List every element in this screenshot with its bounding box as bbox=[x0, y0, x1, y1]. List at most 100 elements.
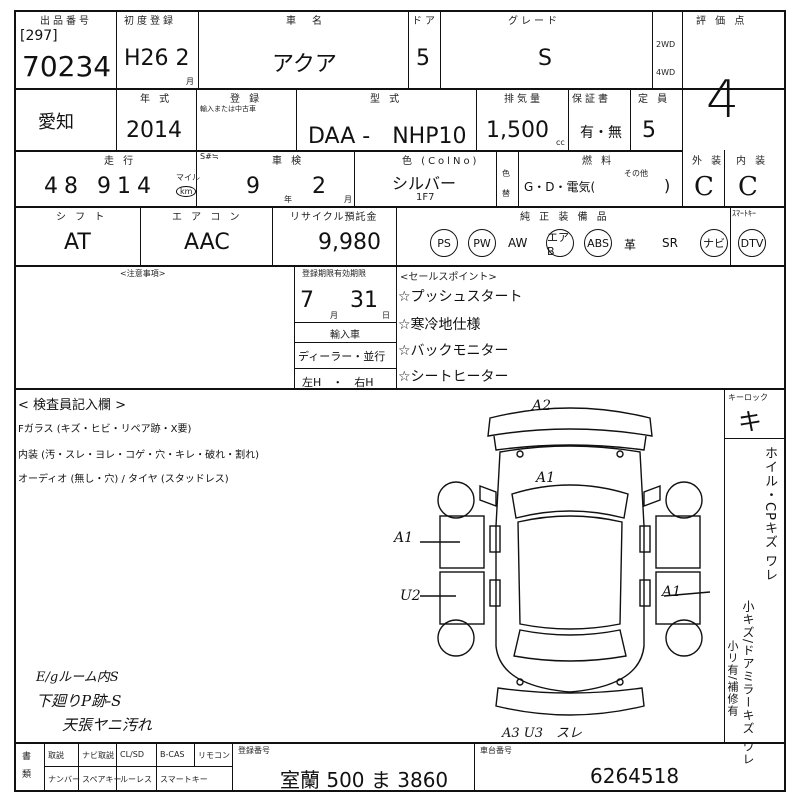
lot-number: 70234 bbox=[22, 50, 112, 83]
interior: C bbox=[738, 172, 758, 202]
import-label: 輸入車 bbox=[330, 330, 360, 341]
expiry-month: 7 bbox=[300, 288, 314, 313]
sales-point-1: ☆プッシュスタート bbox=[398, 289, 523, 305]
model: DAA - NHP10 bbox=[308, 124, 467, 149]
inspection-year-unit: 年 bbox=[284, 195, 292, 204]
plate: 室蘭 500 ま 3860 bbox=[280, 768, 449, 792]
footer-doc-2: CL/SD bbox=[120, 750, 144, 759]
side-vertical-1: ホイル・CPキズ ワレ bbox=[762, 446, 777, 583]
recycle: 9,980 bbox=[318, 230, 381, 255]
fuel-other: その他 bbox=[624, 169, 648, 178]
ac-label: エ ア コ ン bbox=[172, 212, 243, 223]
equipment-item-6: SR bbox=[662, 236, 678, 250]
year-label: 年 式 bbox=[140, 94, 173, 105]
inspection-year: 9 bbox=[246, 174, 260, 199]
drive-label-2wd: 2WD bbox=[656, 40, 676, 49]
key-value: キ bbox=[738, 408, 762, 436]
smart-key-label: ｽﾏｰﾄｷｰ bbox=[732, 209, 756, 218]
footer-doc-1: ナビ取説 bbox=[82, 751, 114, 760]
expiry-month-unit: 月 bbox=[330, 311, 338, 320]
region: 愛知 bbox=[38, 112, 74, 133]
recycle-label: リサイクル預託金 bbox=[290, 212, 378, 223]
mark-right-rear: A1 bbox=[662, 584, 682, 600]
key-label: キーロック bbox=[728, 393, 768, 402]
side-vertical-2: 小キズ/ドアミラーキズ ワレ bbox=[741, 600, 755, 766]
color-change: 色替 bbox=[502, 169, 510, 198]
equipment-item-1: PW bbox=[468, 229, 496, 257]
equipment-item-8: DTV bbox=[738, 229, 766, 257]
fuel-label: 燃 料 bbox=[582, 156, 615, 167]
warranty-label: 保証書 bbox=[572, 94, 611, 105]
exterior-label: 外 装 bbox=[692, 156, 725, 167]
drive-label-4wd: 4WD bbox=[656, 68, 676, 77]
plate-label: 登録番号 bbox=[238, 746, 270, 755]
equipment-label: 純 正 装 備 品 bbox=[520, 212, 610, 223]
car-diagram bbox=[420, 407, 711, 716]
mileage: 48 914 bbox=[44, 174, 157, 199]
fuel-close: ) bbox=[664, 176, 671, 195]
inspection-month-unit: 月 bbox=[344, 195, 352, 204]
footer-item-3: スマートキー bbox=[160, 775, 208, 784]
score: 4 bbox=[706, 70, 740, 130]
lot-sub: [297] bbox=[20, 28, 58, 44]
sales-point-2: ☆寒冷地仕様 bbox=[398, 317, 481, 333]
expiry-day-unit: 日 bbox=[382, 311, 390, 320]
mark-left-rear: U2 bbox=[400, 588, 421, 604]
footer-item-0: ナンバー bbox=[48, 775, 80, 784]
ac: AAC bbox=[184, 230, 230, 255]
fuel: G・D・電気( bbox=[524, 180, 596, 194]
cc: 1,500 bbox=[486, 118, 549, 143]
inspector-glass: Fガラス (キズ・ヒビ・リペア跡・X要) bbox=[18, 424, 192, 435]
reg-sub: 輸入または中古車 bbox=[200, 105, 256, 113]
mark-front: A2 bbox=[532, 398, 552, 414]
chassis: 6264518 bbox=[590, 764, 680, 788]
chassis-label: 車台番号 bbox=[480, 746, 512, 755]
sn-label: S#≒ bbox=[200, 152, 219, 161]
inspector-audio: オーディオ (無し・穴) / タイヤ (スタッドレス) bbox=[18, 474, 229, 485]
equipment-item-4: ABS bbox=[584, 229, 612, 257]
equipment-item-0: PS bbox=[430, 229, 458, 257]
dealer: ディーラー・並行 bbox=[298, 350, 386, 363]
reg-label: 登 録 bbox=[230, 94, 263, 105]
first-reg-label: 初度登録 bbox=[124, 16, 176, 27]
mark-left-front: A1 bbox=[394, 530, 414, 546]
cc-label: 排気量 bbox=[504, 94, 543, 105]
capacity: 5 bbox=[642, 118, 656, 143]
cc-unit: cc bbox=[556, 138, 565, 147]
sales-point-3: ☆バックモニター bbox=[398, 343, 509, 359]
inspector-title: < 検査員記入欄 > bbox=[18, 398, 127, 413]
mileage-unit-mile: マイル bbox=[176, 173, 200, 182]
footer-doc-0: 取説 bbox=[48, 751, 64, 760]
equipment-item-2: AW bbox=[508, 236, 528, 250]
interior-label: 内 装 bbox=[736, 156, 769, 167]
grade: S bbox=[538, 46, 552, 71]
equipment-item-3: エアB bbox=[546, 229, 574, 258]
year: 2014 bbox=[126, 118, 182, 143]
warranty: 有・無 bbox=[580, 125, 622, 141]
inspector-interior: 内装 (汚・スレ・ヨレ・コゲ・穴・キレ・破れ・割れ) bbox=[18, 450, 259, 461]
equipment-item-5: 革 bbox=[624, 238, 637, 252]
sales-point-4: ☆シートヒーター bbox=[398, 369, 509, 385]
footer-doc-3: B-CAS bbox=[160, 750, 185, 759]
doors: 5 bbox=[416, 46, 430, 71]
color: シルバー bbox=[392, 174, 457, 193]
footer-doc-4: リモコン bbox=[198, 751, 230, 760]
exterior: C bbox=[694, 172, 714, 202]
shift: AT bbox=[64, 230, 91, 255]
car-name: アクア bbox=[272, 52, 337, 77]
first-reg-month: 月 bbox=[186, 77, 194, 86]
side-vertical-3: 小リ有/補修有 bbox=[726, 640, 739, 717]
eval-label: 評 価 点 bbox=[696, 16, 748, 27]
inspector-note-2: 下廻りP跡-S bbox=[36, 692, 122, 710]
color-code: 1F7 bbox=[416, 192, 435, 203]
first-reg: H26 2 bbox=[124, 46, 190, 71]
expiry-day: 31 bbox=[350, 288, 378, 313]
footer-item-1: スペアキー bbox=[82, 775, 122, 784]
equipment-item-7: ナビ bbox=[700, 229, 728, 257]
sales-label: <セールスポイント> bbox=[400, 272, 497, 283]
mileage-unit-km: km bbox=[176, 186, 197, 197]
expiry-label: 登録期限有効期限 bbox=[302, 269, 366, 278]
doors-label: ドア bbox=[412, 16, 438, 27]
capacity-label: 定 員 bbox=[638, 94, 671, 105]
inspection-label: 車 検 bbox=[272, 156, 305, 167]
